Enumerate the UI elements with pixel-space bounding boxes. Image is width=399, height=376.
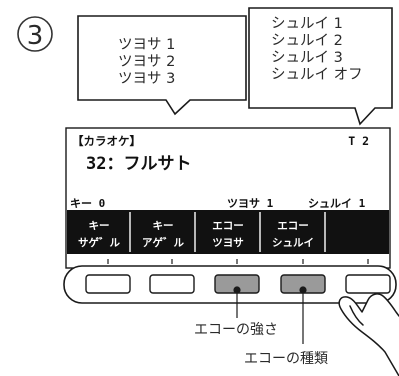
echo-type-label: エコーの種類 <box>244 351 328 367</box>
lcd-status-strength: ツヨサ 1 <box>227 197 274 210</box>
lcd-status-key: キー 0 <box>70 197 105 210</box>
lcd-display: 【カラオケ】 T 2 32：フルサト キー 0 ツヨサ 1 シュルイ 1 キー … <box>65 127 391 269</box>
echo-strength-label: エコーの強さ <box>194 322 278 338</box>
callout-right-bubble <box>248 7 393 126</box>
leader-lines <box>233 286 307 344</box>
softkey-1-line-2: サゲ゛ル <box>78 236 120 249</box>
softkey-button-5[interactable] <box>345 274 391 294</box>
callout-left-bubble <box>77 15 247 116</box>
softkey-3-line-2: ツヨサ <box>212 237 244 249</box>
lcd-song: 32：フルサト <box>86 154 191 174</box>
callout-left-line-3: ツヨサ 3 <box>118 71 175 87</box>
callout-right-line-1: シュルイ 1 <box>271 16 343 32</box>
step-number-circle <box>17 16 53 52</box>
softkey-4-line-2: シュルイ <box>272 237 314 249</box>
callout-right-line-4: シュルイ オフ <box>271 67 363 83</box>
softkey-button-2[interactable] <box>149 274 195 294</box>
step-number: 3 <box>27 21 44 51</box>
softkey-2-line-1: キー <box>153 220 174 232</box>
lcd-status-type: シュルイ 1 <box>308 197 366 210</box>
tick-marks <box>107 259 369 264</box>
callout-right-line-3: シュルイ 3 <box>271 50 343 66</box>
lcd-corner-label: T 2 <box>348 134 369 148</box>
softkey-button-1[interactable] <box>85 274 131 294</box>
callout-left-line-2: ツヨサ 2 <box>118 54 175 70</box>
softkey-2-line-2: アゲ゛ル <box>142 236 184 249</box>
softkey-strip <box>67 210 389 254</box>
callout-right-line-2: シュルイ 2 <box>271 33 343 49</box>
hand-illustration <box>338 293 399 376</box>
softkey-4-line-1: エコー <box>277 220 309 232</box>
softkey-3-line-1: エコー <box>212 220 244 232</box>
lcd-mode-label: 【カラオケ】 <box>72 134 141 148</box>
softkey-1-line-1: キー <box>89 220 110 232</box>
callout-left-line-1: ツヨサ 1 <box>118 37 175 53</box>
